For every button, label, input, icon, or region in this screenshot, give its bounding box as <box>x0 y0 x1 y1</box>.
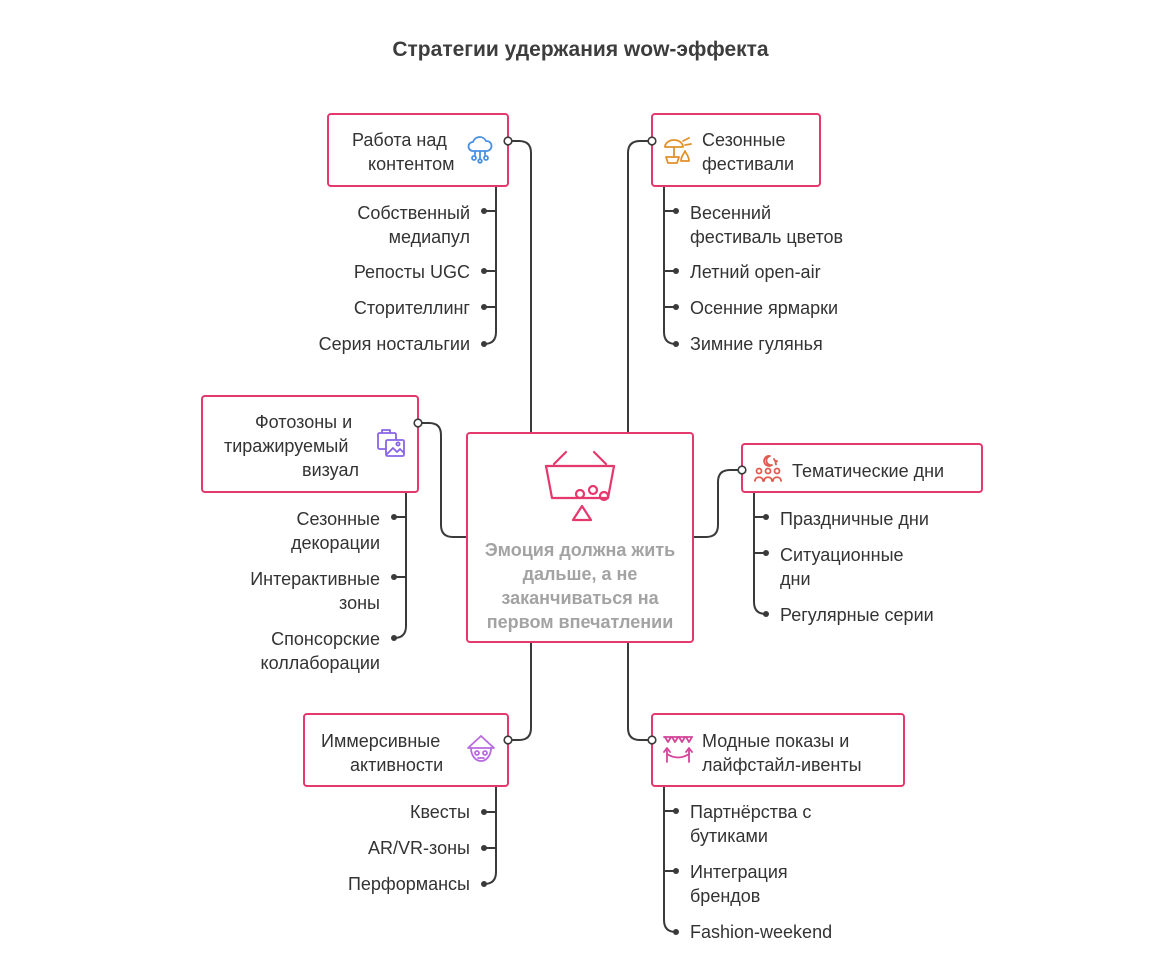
leaf-content-1a: Собственный <box>357 203 470 223</box>
leaf-fashion-3: Fashion-weekend <box>690 922 833 942</box>
leaf-photo-2b: зоны <box>339 593 380 613</box>
branch-immersive[interactable] <box>303 713 509 787</box>
leaf-photo-3b: коллаборации <box>260 653 380 673</box>
branch-seasonal-label-1: Сезонные <box>702 130 786 150</box>
branch-photo-label-3: визуал <box>302 460 359 480</box>
crescent-people-icon <box>753 453 783 483</box>
leaf-seasonal-2: Летний open-air <box>690 262 821 282</box>
branch-immersive-label-1: Иммерсивные <box>321 731 441 751</box>
leaf-content-2: Репосты UGC <box>353 262 470 282</box>
branch-thematic-label-1: Тематические дни <box>792 461 945 481</box>
leaf-seasonal-1a: Весенний <box>690 203 772 223</box>
leaf-content-4: Серия ностальгии <box>318 334 470 354</box>
branch-content[interactable] <box>327 113 509 187</box>
branch-immersive-label-2: активности <box>350 755 444 775</box>
photo-gallery-icon <box>376 428 406 458</box>
branch-photo-label-2: тиражируемый <box>224 436 349 456</box>
branch-photo[interactable] <box>201 395 419 493</box>
branch-seasonal-label-2: фестивали <box>702 154 795 174</box>
center-text: Эмоция должна жить дальше, а не заканчив… <box>484 540 676 632</box>
leaf-immersive-2: AR/VR-зоны <box>368 838 470 858</box>
leaf-fashion-1b: бутиками <box>690 826 768 846</box>
vr-mask-icon <box>466 734 496 764</box>
rail-immersive <box>482 785 497 885</box>
leaf-photo-3a: Спонсорские <box>271 629 380 649</box>
leaf-thematic-2b: дни <box>780 569 811 589</box>
basket-emotion-icon <box>542 450 618 524</box>
branch-photo-label-1: Фотозоны и <box>255 412 353 432</box>
branch-fashion-label-2: лайфстайл-ивенты <box>702 755 862 775</box>
branch-content-label-1: Работа над <box>352 130 447 150</box>
leaf-content-3: Сторителлинг <box>353 298 470 318</box>
connector-photo <box>417 422 467 538</box>
branch-fashion[interactable] <box>651 713 905 787</box>
rail-fashion <box>663 785 678 933</box>
leaf-fashion-1a: Партнёрства с <box>690 802 812 822</box>
leaf-thematic-2a: Ситуационные <box>780 545 904 565</box>
leaf-immersive-3: Перформансы <box>347 874 470 894</box>
leaf-thematic-1: Праздничные дни <box>780 509 929 529</box>
leaf-immersive-1: Квесты <box>409 802 470 822</box>
branch-seasonal[interactable] <box>651 113 821 187</box>
leaf-photo-1b: декорации <box>290 533 380 553</box>
diagram-title: Стратегии удержания wow-эффекта <box>392 38 769 61</box>
rail-photo <box>392 491 407 639</box>
leaf-photo-1a: Сезонные <box>296 509 380 529</box>
center-node <box>466 432 694 643</box>
leaf-seasonal-3: Осенние ярмарки <box>690 298 839 318</box>
connector-fashion <box>627 641 653 741</box>
leaf-thematic-3: Регулярные серии <box>780 605 934 625</box>
leaf-content-1b: медиапул <box>388 227 470 247</box>
cloud-network-icon <box>465 134 495 164</box>
leaf-fashion-2a: Интеграция <box>690 862 788 882</box>
leaf-photo-2a: Интерактивные <box>250 569 380 589</box>
leaf-seasonal-4: Зимние гулянья <box>690 334 823 354</box>
connector-content <box>507 140 532 433</box>
branch-fashion-label-1: Модные показы и <box>702 731 850 751</box>
branch-thematic[interactable] <box>741 443 983 493</box>
runway-icon <box>663 734 693 764</box>
leaf-fashion-2b: брендов <box>690 886 761 906</box>
connector-seasonal <box>627 140 653 433</box>
festival-icon <box>663 135 693 165</box>
connector-thematic <box>691 469 743 538</box>
connector-immersive <box>507 641 532 741</box>
leaf-seasonal-1b: фестиваль цветов <box>690 227 844 247</box>
branch-content-label-2: контентом <box>368 154 455 174</box>
